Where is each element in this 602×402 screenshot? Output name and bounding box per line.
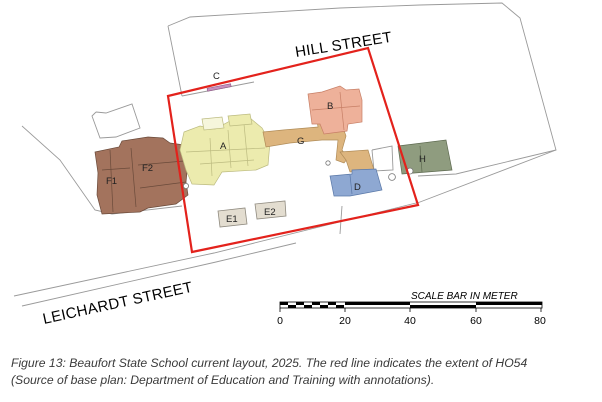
- scale-bar: SCALE BAR IN METER 0 20 40 60 80: [277, 291, 546, 327]
- scale-tick-60: 60: [470, 315, 482, 327]
- scale-tick-20: 20: [339, 315, 351, 327]
- street-label-leichardt-street: LEICHARDT STREET: [41, 279, 194, 328]
- caption-line-1: Figure 13: Beaufort State School current…: [11, 356, 528, 370]
- scale-tick-0: 0: [277, 315, 283, 327]
- building-d: [329, 168, 383, 197]
- building-label-g: G: [297, 136, 304, 147]
- building-label-e1: E1: [226, 214, 238, 225]
- building-label-c: C: [213, 71, 220, 82]
- building-label-a: A: [220, 141, 227, 152]
- building-f: [94, 136, 190, 215]
- caption-line-2: (Source of base plan: Department of Educ…: [11, 373, 435, 387]
- building-label-d: D: [354, 182, 361, 193]
- building-e1: [217, 207, 248, 228]
- building-label-e2: E2: [264, 207, 276, 218]
- building-b: [307, 85, 363, 135]
- building-a: [179, 113, 271, 186]
- scale-tick-80: 80: [534, 315, 546, 327]
- street-label-hill-street: HILL STREET: [294, 29, 393, 61]
- scale-tick-40: 40: [404, 315, 416, 327]
- building-c: [206, 83, 232, 92]
- building-label-b: B: [327, 101, 333, 112]
- building-label-h: H: [419, 154, 426, 165]
- building-e2: [254, 200, 287, 220]
- building-e: [217, 200, 287, 228]
- heritage-overlay-boundary: [166, 46, 420, 254]
- building-label-f1: F1: [106, 176, 117, 187]
- building-label-f2: F2: [142, 163, 153, 174]
- building-h: [397, 139, 453, 175]
- building-g: [262, 118, 375, 173]
- scale-bar-title: SCALE BAR IN METER: [411, 291, 518, 302]
- figure-caption: Figure 13: Beaufort State School current…: [11, 355, 596, 389]
